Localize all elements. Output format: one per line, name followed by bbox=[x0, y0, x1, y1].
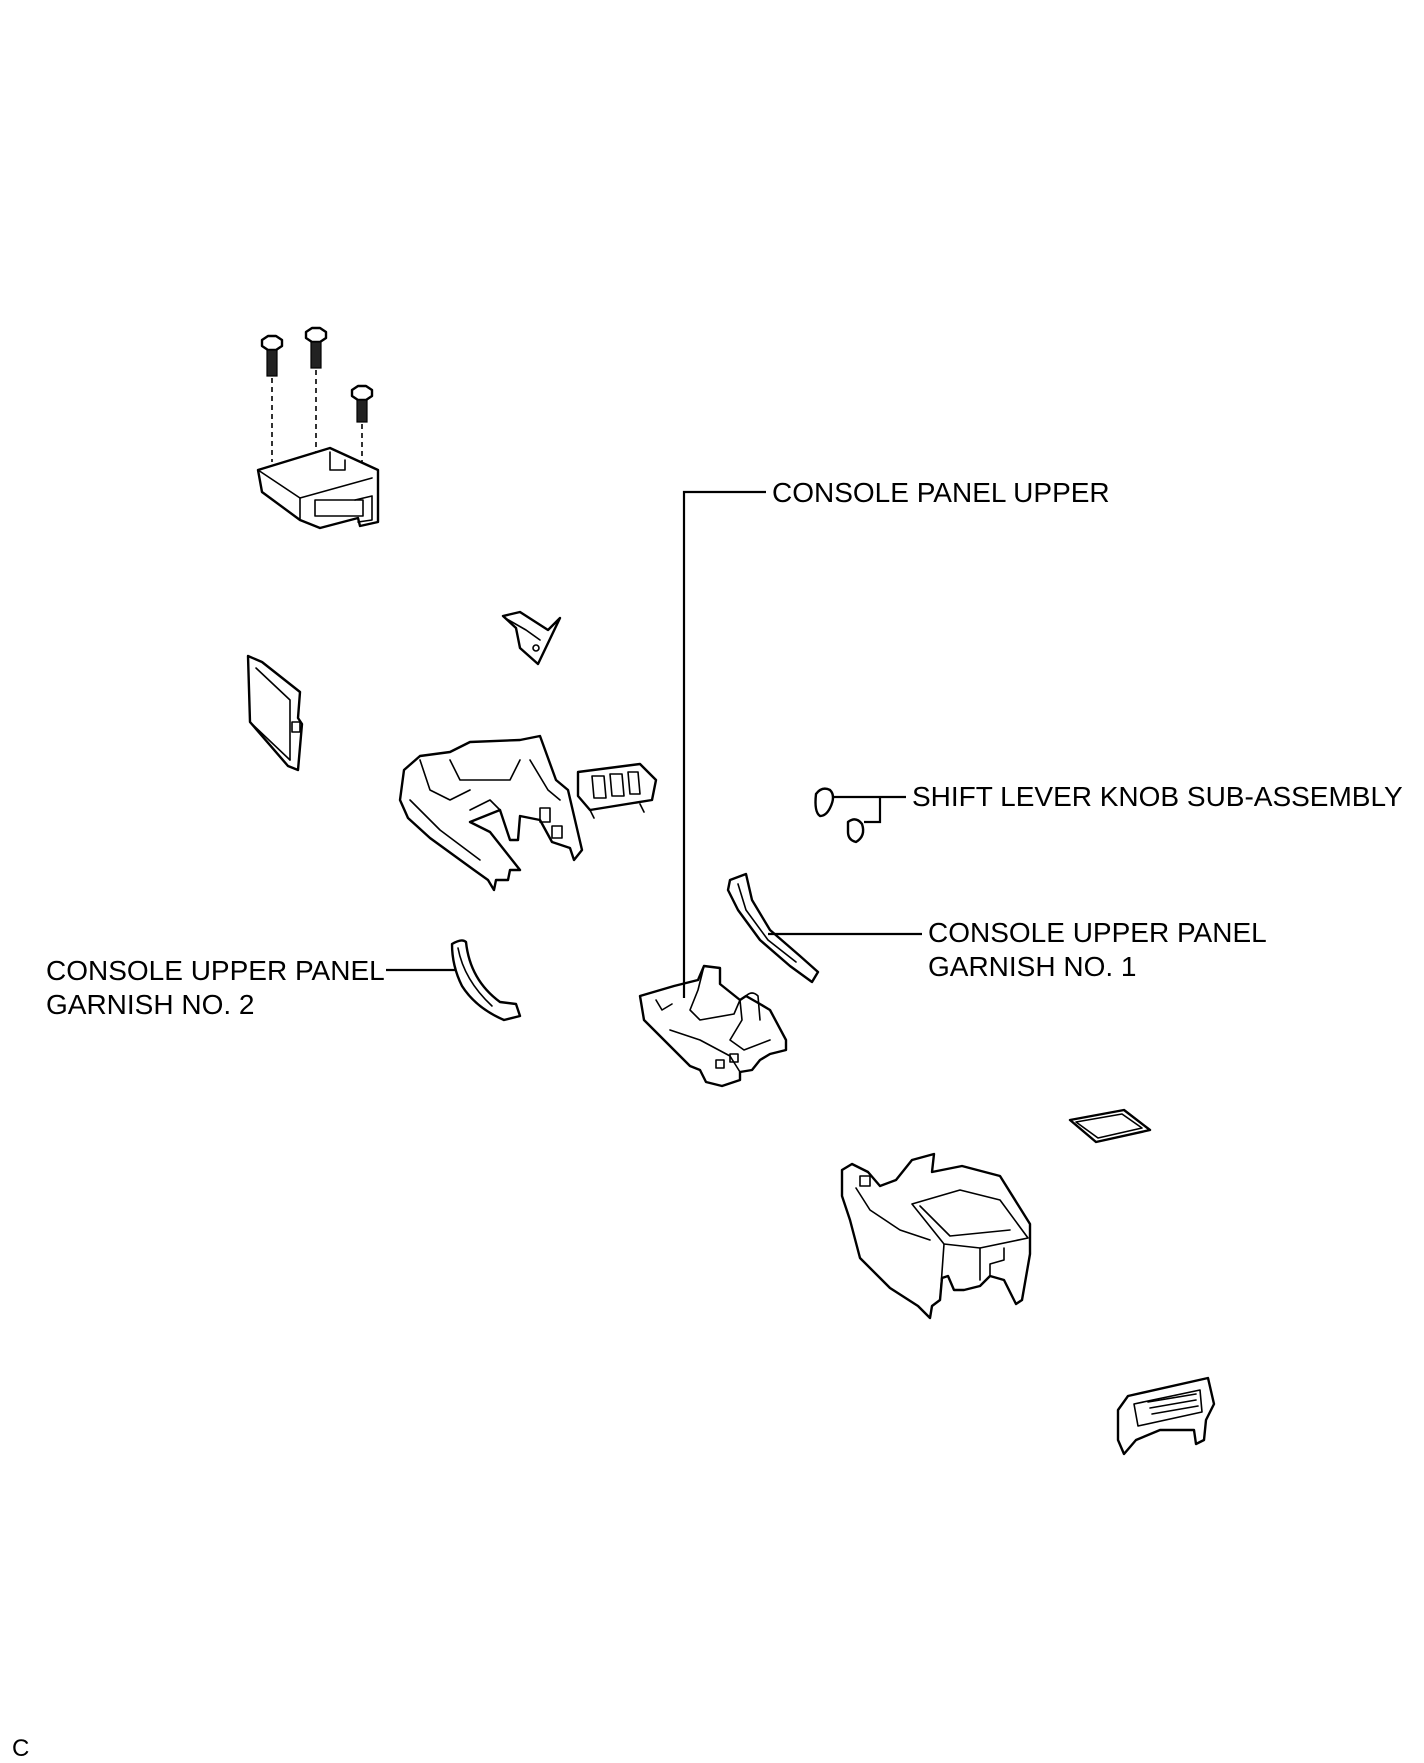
switch-panel-icon bbox=[576, 762, 658, 819]
rear-console-icon bbox=[840, 1152, 1032, 1320]
label-garnish-no2-line1: CONSOLE UPPER PANEL bbox=[46, 955, 385, 986]
label-console-panel-upper: CONSOLE PANEL UPPER bbox=[772, 477, 1110, 508]
figure-code: C bbox=[12, 1735, 29, 1762]
cover-plate-icon bbox=[1068, 1108, 1152, 1144]
bracket-icon bbox=[501, 610, 562, 666]
bolt-icon bbox=[260, 334, 284, 462]
register-icon bbox=[1116, 1376, 1216, 1456]
control-unit-icon bbox=[256, 446, 380, 530]
label-garnish-no1-line2: GARNISH NO. 1 bbox=[928, 951, 1136, 982]
bolt-icon bbox=[304, 326, 328, 455]
garnish-icon bbox=[726, 872, 820, 984]
label-shift-lever-knob: SHIFT LEVER KNOB SUB-ASSEMBLY bbox=[912, 781, 1403, 812]
console-panel-upper-leader bbox=[682, 490, 766, 998]
shift-knob-leader bbox=[832, 795, 906, 824]
console-side-panel-icon bbox=[246, 654, 304, 772]
shift-knob-icon bbox=[814, 787, 865, 844]
console-panel-icon bbox=[638, 964, 788, 1088]
label-garnish-no2-line2: GARNISH NO. 2 bbox=[46, 989, 254, 1020]
garnish-icon bbox=[450, 939, 522, 1022]
console-box-icon bbox=[398, 734, 584, 892]
label-garnish-no1-line1: CONSOLE UPPER PANEL bbox=[928, 917, 1267, 948]
